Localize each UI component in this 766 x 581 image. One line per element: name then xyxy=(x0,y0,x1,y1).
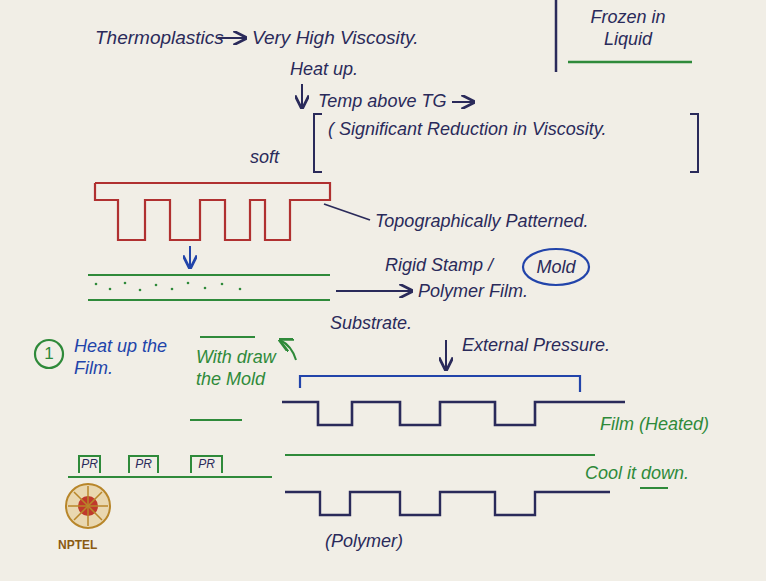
note-text: Frozen in Liquid xyxy=(568,6,688,50)
arrow xyxy=(452,101,474,103)
arrow xyxy=(189,246,191,268)
step-text: Heat up. xyxy=(290,58,358,80)
node-text: PR xyxy=(80,457,99,471)
pr-box: PR xyxy=(190,455,223,473)
stamp-mold xyxy=(95,183,330,240)
pr-box: PR xyxy=(128,455,159,473)
node-outline xyxy=(35,340,63,368)
underline xyxy=(640,487,668,489)
note-text: ( Significant Reduction in Viscosity. xyxy=(328,118,688,140)
divider-line xyxy=(555,0,558,72)
part-label: Polymer Film. xyxy=(418,280,528,302)
step-text: Cool it down. xyxy=(585,462,689,484)
node-text: 1 xyxy=(34,344,64,364)
arrow xyxy=(336,290,412,292)
note-text: soft xyxy=(250,146,279,168)
arrow xyxy=(301,84,303,108)
pr-box: PR xyxy=(78,455,101,473)
film-line xyxy=(88,274,330,276)
patterned-polymer xyxy=(285,492,610,515)
underline xyxy=(190,419,242,421)
callout-number: 1 xyxy=(34,339,64,369)
step-text: External Pressure. xyxy=(462,334,610,356)
node-text: PR xyxy=(192,457,221,471)
part-label: Rigid Stamp / xyxy=(385,254,493,276)
withdraw-arrow xyxy=(280,340,296,360)
step-text: With draw the Mold xyxy=(196,346,280,390)
part-label: Substrate. xyxy=(330,312,412,334)
circled-term: Mold xyxy=(522,248,590,286)
part-label: Film (Heated) xyxy=(600,413,709,435)
film-particles xyxy=(95,282,242,292)
substrate-line xyxy=(68,476,272,478)
underline xyxy=(568,61,692,64)
heading-text: Thermoplastics xyxy=(95,27,224,49)
watermark: NPTEL xyxy=(58,534,97,556)
mold-outline xyxy=(300,376,580,392)
bracket xyxy=(314,114,322,172)
heading-text: Very High Viscosity. xyxy=(252,27,418,49)
node-text: PR xyxy=(130,457,157,471)
arrow xyxy=(445,340,447,370)
film-heated xyxy=(282,402,625,425)
underline xyxy=(200,336,255,338)
part-label: Topographically Patterned. xyxy=(375,210,588,232)
part-label: (Polymer) xyxy=(325,530,403,552)
step-text: Heat up the Film. xyxy=(74,335,174,379)
node-outline xyxy=(523,249,589,285)
logo xyxy=(66,484,110,528)
film-line xyxy=(88,299,330,301)
substrate-line xyxy=(285,454,595,456)
step-text: Temp above TG xyxy=(318,90,446,112)
leader-line xyxy=(324,204,370,220)
node-text: Mold xyxy=(522,256,590,278)
bracket xyxy=(690,114,698,172)
